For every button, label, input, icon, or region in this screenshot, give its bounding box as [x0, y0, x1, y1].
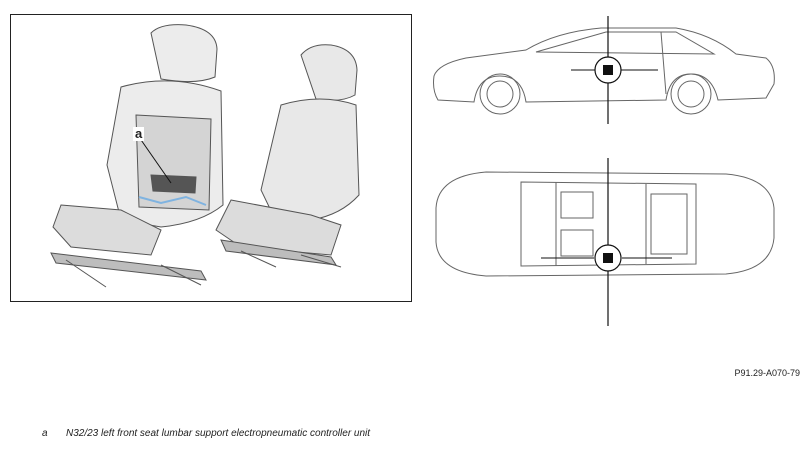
figure-id: P91.29-A070-79 [734, 368, 800, 378]
front-seats-drawing [50, 24, 360, 288]
callout-legend: a N32/23 left front seat lumbar support e… [42, 428, 370, 439]
callout-leader-a [138, 136, 172, 184]
right-seat [215, 44, 360, 268]
seat-illustration-frame: a [10, 14, 412, 302]
legend-key-a: a [42, 428, 48, 439]
vehicle-top-view [435, 158, 775, 326]
vehicle-side-view [433, 16, 775, 124]
callout-label-a: a [133, 126, 145, 141]
legend-text-a: N32/23 left front seat lumbar support el… [66, 428, 371, 439]
left-seat [50, 24, 224, 288]
